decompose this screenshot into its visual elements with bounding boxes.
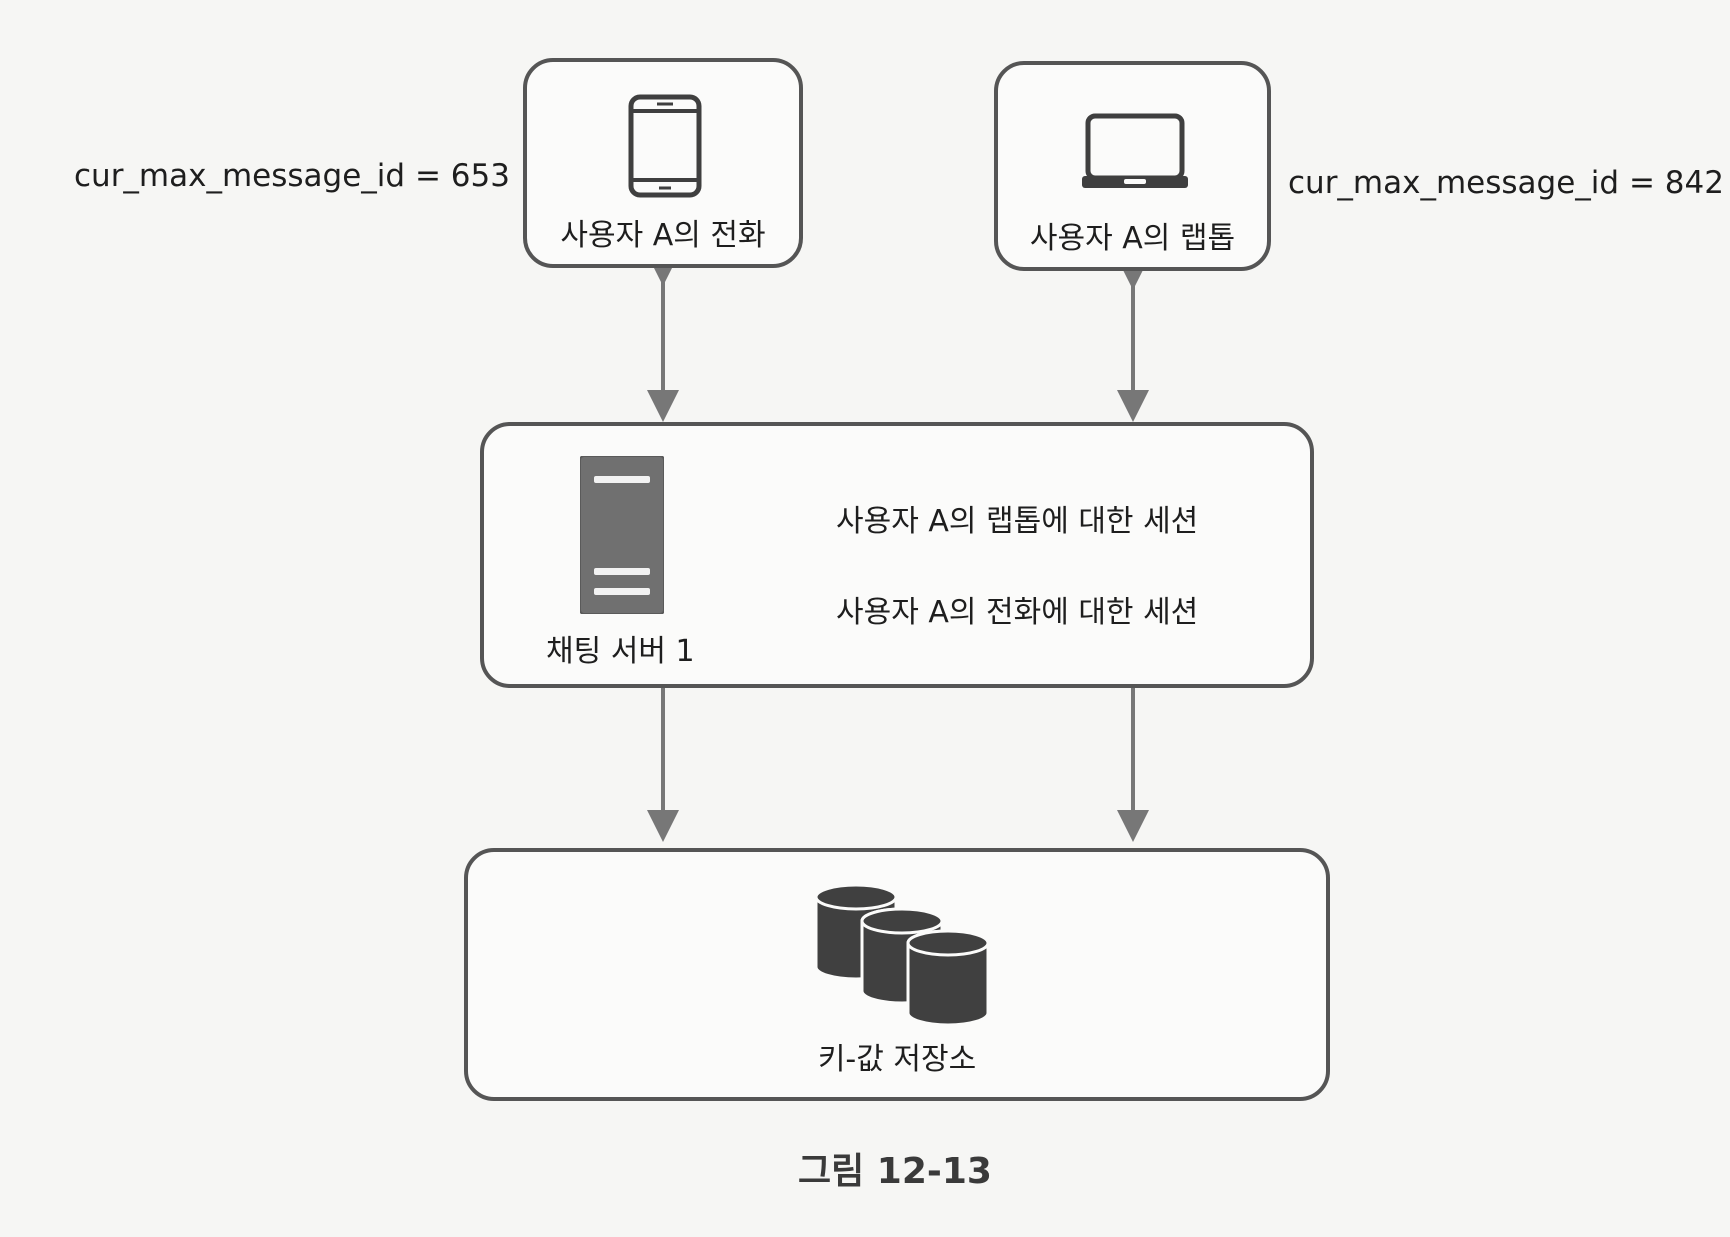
phone-session-label: 사용자 A의 전화에 대한 세션 [836, 595, 1199, 630]
laptop-device-box: 사용자 A의 랩톱 [994, 61, 1271, 271]
phone-label: 사용자 A의 전화 [560, 218, 766, 253]
server-icon [580, 456, 664, 614]
laptop-session-label: 사용자 A의 랩톱에 대한 세션 [836, 504, 1199, 539]
database-icon [814, 885, 990, 1025]
laptop-label: 사용자 A의 랩톱 [1029, 221, 1236, 256]
phone-device-box: 사용자 A의 전화 [523, 58, 803, 268]
phone-cur-max-message-id: cur_max_message_id = 653 [74, 158, 510, 194]
chat-server-label: 채팅 서버 1 [546, 634, 695, 669]
figure-caption: 그림 12-13 [798, 1151, 992, 1192]
tablet-icon [628, 94, 702, 198]
kv-store-label: 키-값 저장소 [817, 1042, 977, 1077]
kv-store-box: 키-값 저장소 [464, 848, 1330, 1101]
laptop-icon [1082, 113, 1188, 188]
laptop-cur-max-message-id: cur_max_message_id = 842 [1288, 165, 1724, 201]
chat-server-box: 채팅 서버 1 사용자 A의 랩톱에 대한 세션 사용자 A의 전화에 대한 세… [480, 422, 1314, 688]
